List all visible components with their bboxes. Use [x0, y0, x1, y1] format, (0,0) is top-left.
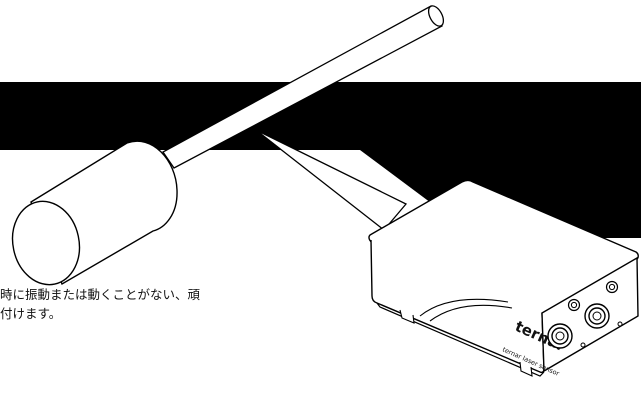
screw — [617, 321, 623, 327]
led-left — [567, 298, 581, 312]
target-cone — [162, 5, 445, 169]
caption-line-2: 付けます。 — [0, 306, 62, 321]
screw — [580, 342, 586, 348]
caption-text: 時に振動または動くことがない、頑 付けます。 — [0, 285, 200, 323]
light-beam — [255, 129, 408, 231]
measured-cylinder — [11, 140, 178, 286]
connector-right — [584, 303, 610, 329]
led-right — [605, 280, 619, 294]
connector-left — [547, 323, 573, 349]
sensor-device: ternar ternar laser sensor — [368, 179, 639, 378]
caption-line-1: 時に振動または動くことがない、頑 — [0, 287, 201, 302]
